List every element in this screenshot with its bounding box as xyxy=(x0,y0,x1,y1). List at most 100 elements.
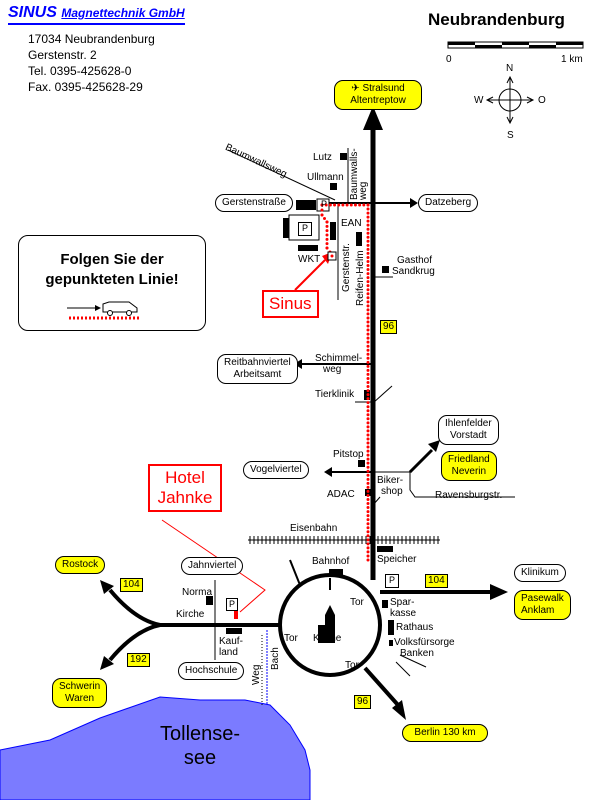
destination-berlin[interactable]: Berlin 130 km xyxy=(402,724,488,742)
route-dot xyxy=(330,254,334,258)
route-dot xyxy=(366,288,370,292)
route-dot xyxy=(366,457,370,461)
route-dot xyxy=(325,237,329,241)
gate-tor: Tor xyxy=(350,597,364,608)
destination-klinikum[interactable]: Klinikum xyxy=(514,564,566,582)
route-dot xyxy=(366,534,370,538)
route-dot xyxy=(366,364,370,368)
route-dot xyxy=(366,481,370,485)
route-dot xyxy=(366,304,370,308)
place-ean: EAN xyxy=(341,218,362,229)
route-dot xyxy=(366,332,370,336)
route-dot xyxy=(366,348,370,352)
place-pitstop: Pitstop xyxy=(333,449,364,460)
place-sparkasse: Spar-kasse xyxy=(390,597,417,619)
route-dot xyxy=(366,328,370,332)
route-dot xyxy=(328,203,332,207)
destination-gerstenstrasse[interactable]: Gerstenstraße xyxy=(215,194,293,212)
route-dot xyxy=(366,397,370,401)
lake xyxy=(0,696,311,800)
route-dot xyxy=(366,385,370,389)
route-dot xyxy=(337,203,341,207)
route-dot xyxy=(333,203,337,207)
place-ullmann: Ullmann xyxy=(307,172,344,183)
place-adac: ADAC xyxy=(327,489,355,500)
route-dot xyxy=(366,550,370,554)
route-dot xyxy=(366,489,370,493)
destination-ihlenfelder[interactable]: Ihlenfelder Vorstadt xyxy=(438,415,499,445)
sinus-callout: Sinus xyxy=(262,290,319,318)
route-dot xyxy=(366,445,370,449)
route-dot xyxy=(345,203,349,207)
street-reifen-helm: Reifen-Helm xyxy=(355,250,366,306)
route-dot xyxy=(320,213,324,217)
destination-hochschule[interactable]: Hochschule xyxy=(178,662,245,680)
route-dot xyxy=(366,473,370,477)
route-dot xyxy=(366,243,370,247)
route-dot xyxy=(323,217,326,220)
route-dot xyxy=(366,336,370,340)
destination-datzeberg[interactable]: Datzeberg xyxy=(418,194,479,212)
route-dot xyxy=(366,437,370,441)
destination-friedland[interactable]: Friedland Neverin xyxy=(441,451,497,481)
place-kirche-center: Kirche xyxy=(313,633,342,644)
scale-start: 0 xyxy=(446,54,452,65)
route-dot xyxy=(366,510,370,514)
route-dot xyxy=(366,376,370,380)
destination-rostock[interactable]: Rostock xyxy=(55,556,106,574)
route-dot xyxy=(366,344,370,348)
route-dot xyxy=(366,276,370,280)
place-norma: Norma xyxy=(182,587,213,598)
info-line-1: Folgen Sie der xyxy=(60,251,164,268)
route-dot xyxy=(366,453,370,457)
compass-west: W xyxy=(474,95,484,106)
street-baumwallsweg-vertical: Baumwalls-weg xyxy=(349,148,369,200)
route-dot xyxy=(349,203,353,207)
church-icon xyxy=(318,605,335,643)
destination-reitbahnviertel[interactable]: Reitbahnviertel Arbeitsamt xyxy=(217,354,298,384)
route-dot xyxy=(366,526,370,530)
destination-pasewalk[interactable]: Pasewalk Anklam xyxy=(514,590,571,620)
route-dot xyxy=(366,215,370,219)
route-dot xyxy=(325,242,329,246)
route-dot xyxy=(366,255,370,259)
route-dot xyxy=(366,405,370,409)
destination-schwerin[interactable]: Schwerin Waren xyxy=(52,678,108,708)
route-dot xyxy=(366,284,370,288)
route-dot xyxy=(366,381,370,384)
route-dot xyxy=(366,493,370,497)
parking-sign: P xyxy=(226,598,238,611)
route-dot xyxy=(366,401,370,405)
route-dot xyxy=(366,231,370,235)
place-lutz: Lutz xyxy=(313,152,332,163)
destination-vogelviertel[interactable]: Vogelviertel xyxy=(243,461,309,479)
destination-stralsund[interactable]: ✈ Stralsund Altentreptow xyxy=(334,80,422,110)
road-number-104: 104 xyxy=(425,574,448,588)
route-dot xyxy=(320,203,324,207)
route-dot xyxy=(366,356,370,360)
route-dot xyxy=(366,522,370,526)
route-dot xyxy=(366,441,370,445)
road-number-192: 192 xyxy=(127,653,150,667)
path-weg: Weg xyxy=(251,664,262,685)
route-dot xyxy=(366,324,370,328)
gate-tor: Tor xyxy=(345,660,359,671)
route-dot xyxy=(366,485,370,489)
scale-end: 1 km xyxy=(561,54,583,65)
route-dot xyxy=(366,219,370,223)
railway-ties xyxy=(249,536,439,544)
compass-rose-icon xyxy=(485,75,535,125)
route-dot xyxy=(366,558,370,562)
route-dot xyxy=(366,268,370,272)
compass-east: O xyxy=(538,95,546,106)
route-dot xyxy=(325,229,329,233)
route-dot xyxy=(366,417,370,421)
map-title: Neubrandenburg xyxy=(428,10,565,29)
road-number-96: 96 xyxy=(354,695,372,709)
route-dot xyxy=(366,259,370,263)
label-eisenbahn: Eisenbahn xyxy=(290,523,338,534)
route-dot xyxy=(325,246,329,250)
route-dot xyxy=(358,203,362,207)
destination-jahnviertel[interactable]: Jahnviertel xyxy=(181,557,244,575)
